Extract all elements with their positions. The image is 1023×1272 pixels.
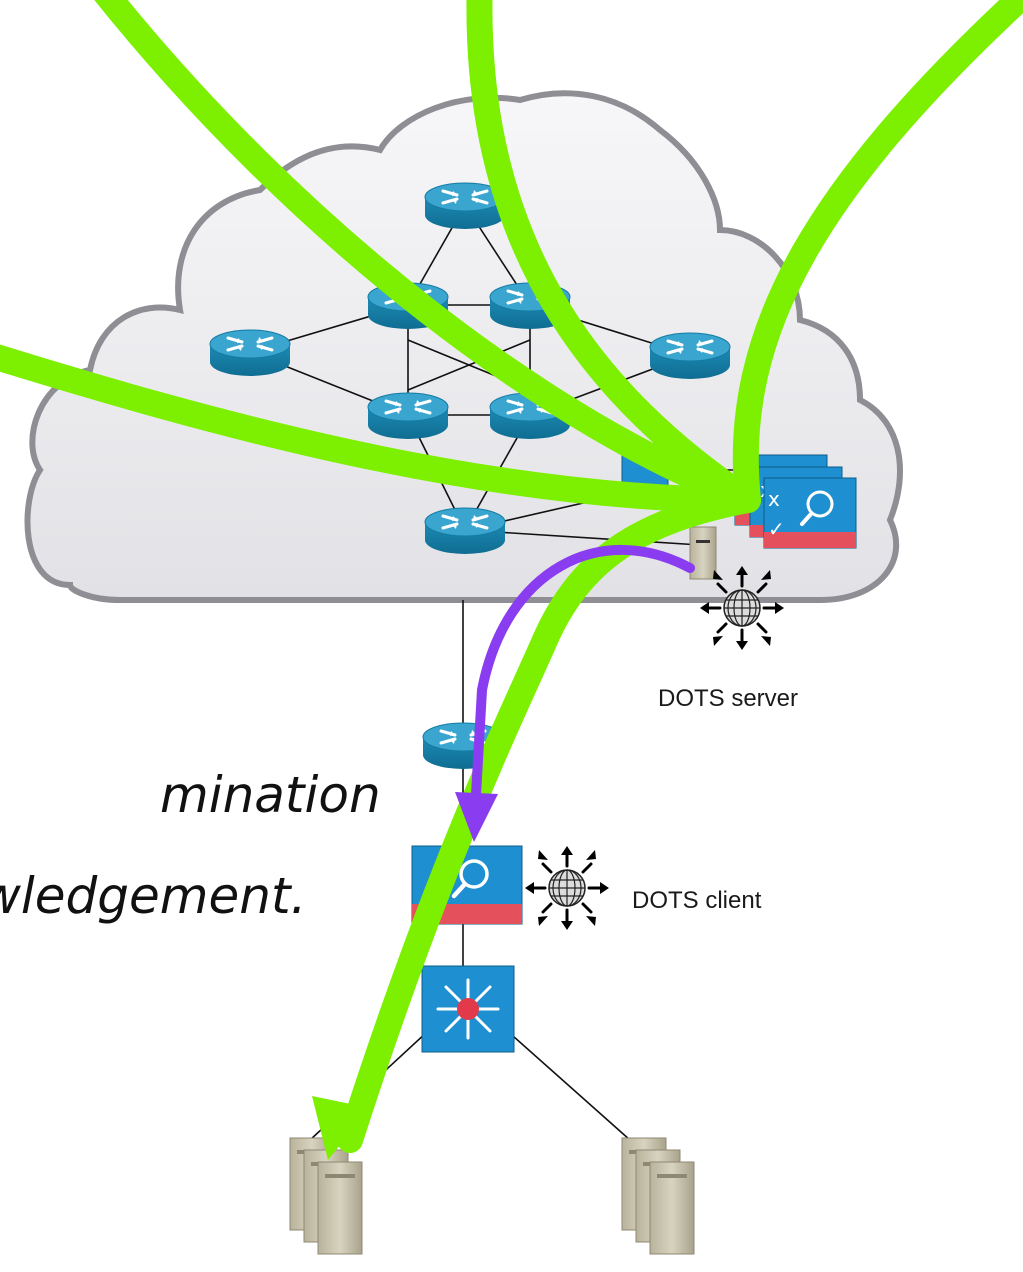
dots-agent-icon (523, 844, 611, 932)
router-icon (648, 331, 732, 381)
svg-text:✓: ✓ (768, 517, 785, 541)
router-icon (366, 391, 450, 441)
caption-line-2: wledgement. (0, 867, 306, 925)
layer3-switch-icon (421, 965, 515, 1053)
server-stack-icon (289, 1137, 363, 1255)
signal-channel-arrowhead (455, 792, 498, 842)
dots-client-label: DOTS client (632, 887, 762, 914)
server-stack-icon (621, 1137, 695, 1255)
caption-line-1: mination (160, 766, 381, 824)
management-server-icon (689, 526, 717, 580)
router-icon (423, 506, 507, 556)
router-icon (208, 328, 292, 378)
signal-channel-arrow (470, 544, 695, 817)
attack-traffic-arrows (0, 0, 1023, 1153)
svg-text:x: x (768, 487, 780, 511)
attack-arrowhead (312, 1096, 370, 1160)
mitigator-cluster: x x ✓ (734, 454, 857, 549)
dots-server-label: DOTS server (658, 685, 798, 712)
mitigator-icon: x ✓ (763, 477, 857, 549)
